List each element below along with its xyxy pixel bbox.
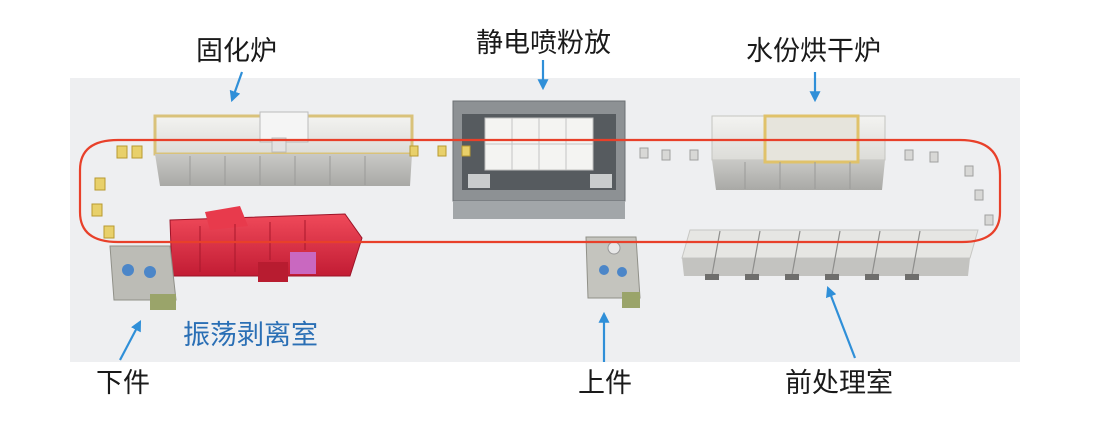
unload-station-unit — [109, 245, 177, 310]
arrow-pretreatment — [826, 285, 857, 359]
label-curing-oven: 固化炉 — [196, 36, 277, 67]
moisture-drying-oven-unit — [711, 114, 886, 190]
pretreatment-room-unit — [681, 229, 979, 280]
label-unload: 下件 — [96, 368, 150, 399]
electrostatic-spray-booth-unit — [452, 100, 626, 219]
label-vibration-strip: 振荡剥离室 — [183, 320, 318, 351]
conveyor-hangers — [91, 145, 471, 239]
curing-oven-unit — [153, 111, 414, 186]
label-moisture-dryer: 水份烘干炉 — [746, 36, 881, 67]
arrow-curing-oven — [229, 71, 244, 103]
label-pretreatment: 前处理室 — [785, 368, 893, 399]
vibration-stripping-room-unit — [169, 206, 363, 282]
load-station-unit — [585, 236, 641, 308]
pointer-arrows — [119, 60, 857, 362]
conveyor-loop — [78, 138, 1002, 244]
label-electrostatic-spray: 静电喷粉放 — [476, 28, 611, 59]
arrow-unload — [119, 320, 142, 361]
conveyor-hooks-right — [639, 147, 994, 226]
label-load: 上件 — [578, 368, 632, 399]
